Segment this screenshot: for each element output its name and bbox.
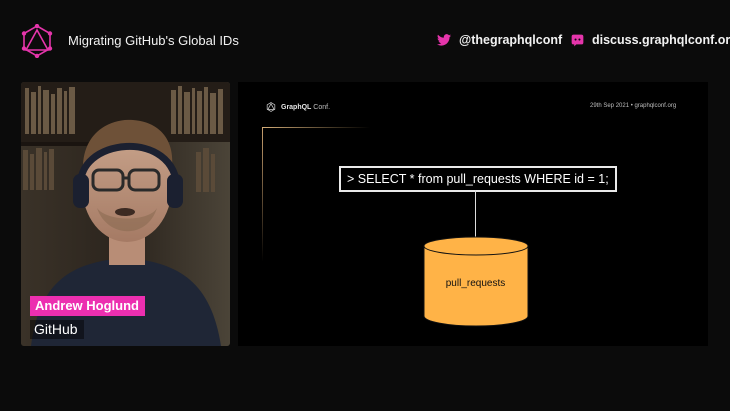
slide-brand: GraphQL Conf. [266,102,330,112]
graphql-conf-logo-icon [21,24,53,58]
discuss-url: discuss.graphqlconf.org [592,33,730,47]
twitter-link[interactable]: @thegraphqlconf [437,33,562,47]
slide-date: 29th Sep 2021 • graphqlconf.org [590,103,677,109]
speaker-organization: GitHub [30,320,84,339]
sql-query-box: > SELECT * from pull_requests WHERE id =… [339,166,617,192]
decorative-left-line [262,128,263,262]
twitter-handle: @thegraphqlconf [459,33,563,47]
query-to-table-connector [475,190,476,239]
speaker-video-frame [21,82,230,346]
database-cylinder-icon [423,236,529,327]
speaker-name: Andrew Hoglund [30,296,145,316]
presentation-slide: GraphQL Conf. 29th Sep 2021 • graphqlcon… [238,82,708,346]
slide-brand-suffix: Conf. [313,103,331,111]
speaker-video: Andrew Hoglund GitHub [21,82,230,346]
database-table-name: pull_requests [445,278,506,289]
discuss-link[interactable]: discuss.graphqlconf.org [571,33,730,47]
slide-brand-prefix: GraphQL [281,103,312,111]
decorative-top-line [262,127,370,128]
discord-chat-icon [571,34,584,46]
graphql-logo-icon [266,102,276,112]
header-bar: Migrating GitHub's Global IDs @thegraphq… [0,0,730,80]
talk-title: Migrating GitHub's Global IDs [68,33,239,48]
twitter-icon [437,34,451,46]
